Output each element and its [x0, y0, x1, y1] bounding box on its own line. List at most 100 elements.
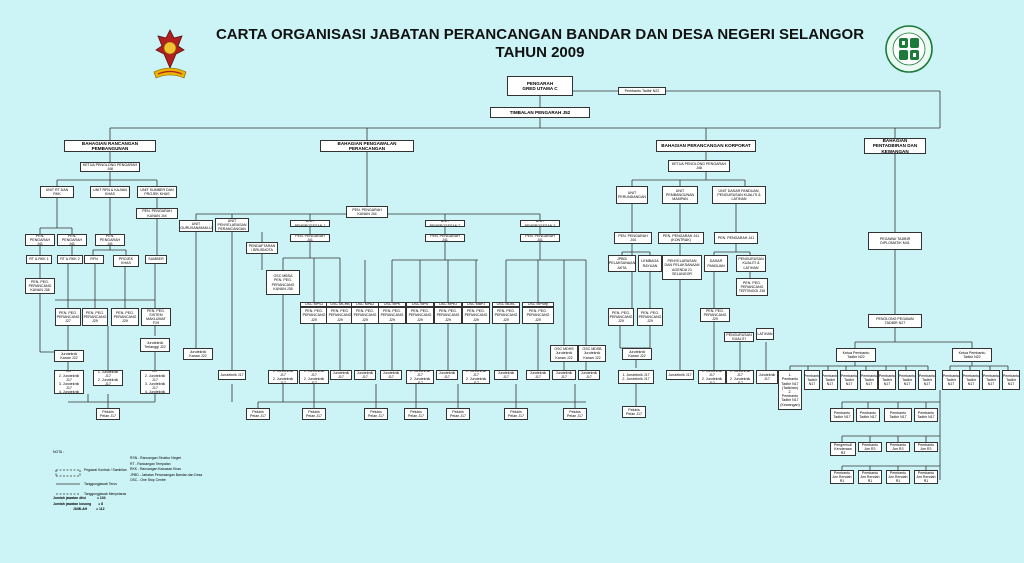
- box-pengurusan-kualiti-latihan: PENGURUSAN KUALITI & LATIHAN: [736, 255, 766, 272]
- abbr-rt: RT - Rancangan Tempatan: [130, 461, 171, 466]
- box-pegawai-tadbir-m41: PEGAWAI TADBIR DIPLOMATIK M41: [868, 232, 922, 250]
- jumlah-total-eq: =: [96, 507, 99, 512]
- box-jt-rp-1: 1. Juruteknik J17 2. Juruteknik J17 3. J…: [54, 370, 84, 394]
- notes-nota: NOTA :: [53, 450, 64, 454]
- box-pengurusan-kualiti: PENGURUSAN KUALITI: [724, 332, 754, 342]
- box-jurutek-terlanggi-rp: Jurutekník Terlanggi J22: [140, 338, 170, 352]
- box-pengarah: PENGARAH GRED UTAMA C: [507, 76, 573, 96]
- box-row3-4: Pembantu Am R3: [914, 442, 938, 452]
- box-pelukis-rp: Pelukis Pelan J17: [96, 408, 120, 420]
- box-jurutek-kanan-rp: Jurutekník Kanan J22: [54, 350, 84, 362]
- box-jt-pengawalan-12: Juruteknik J17: [552, 370, 576, 380]
- box-ppp-korp-3: PEN. PEG. PERANCANG J29: [700, 308, 730, 322]
- box-pp-korp-2: PEN. PENGARAH J41 (KONTRAK): [658, 232, 704, 244]
- box-osc-mbsa: OSC MBSA PEN. PEG. PERANCANG KANAN J38: [266, 270, 300, 295]
- box-row3-3: Pembantu Am R3: [886, 442, 910, 452]
- box-pembantu-tadbir-6: Pembantu Tadbir N17: [878, 370, 896, 390]
- box-unit-pemprosesan-3: UNIT PEMPROSESAN 3: [520, 220, 560, 227]
- box-penolong-pegawai-tadbir: PENOLONG PEGAWAI TADBIR N27: [868, 314, 922, 328]
- legend-terus: Tanggungjawab Terus: [84, 482, 117, 486]
- legend-kontrak: Pegawai Kontrak / Sambilan: [84, 468, 127, 472]
- box-bahagian-pentadbiran: BAHAGIAN PENTADBIRAN DAN KEWANGAN: [864, 138, 926, 154]
- box-ppp-osc-mdkl: PEN. PEG. PERANCANG J29: [492, 307, 520, 324]
- box-ppp-osc-mchb: PEN. PEG. PERANCANG J29: [326, 307, 354, 324]
- box-pelukis-pengawalan-5: Pelukis Pelan J17: [446, 408, 470, 420]
- box-timbalan-pengarah: TIMBALAN PENGARAH J52: [490, 107, 590, 118]
- box-rt-rkk-2: RT & RKK 2: [57, 255, 83, 264]
- box-pelukis-pengawalan-7: Pelukis Pelan J17: [563, 408, 587, 420]
- box-jt-korp-1: 1. Juruteknik J17 2. Juruteknik J17: [618, 370, 654, 384]
- box-pembantu-tadbir-4: Pembantu Tadbir N17: [840, 370, 858, 390]
- box-pendaftaran: PENDAFTARAN / BRUSNOTA: [246, 242, 278, 254]
- abbr-osc: OSC - One Stop Centre: [130, 478, 166, 483]
- box-bahagian-korporat: BAHAGIAN PERANCANGAN KORPORAT: [656, 140, 756, 152]
- box-row3-2: Pembantu Am R3: [858, 442, 882, 452]
- box-osc-mpsep: OSC MPSep: [522, 302, 554, 307]
- box-unit-pembangunan-mampan: UNIT PEMBANGUNAN MAMPAN: [662, 186, 698, 204]
- box-ppp-osc-mpkj: PEN. PEG. PERANCANG J29: [434, 307, 462, 324]
- box-pp-pengawalan-1: PEN. PENGARAH J41: [290, 234, 330, 242]
- box-jt-pengawalan-10: Juruteknik J17: [494, 370, 518, 380]
- box-unit-rfn: UNIT RFN & KAJIAN KHAS: [90, 186, 130, 198]
- box-row2-3: Pembantu Tadbir N17: [884, 408, 912, 422]
- box-jurutek-kanan-pengawalan: Jurutekník Kanan J22: [183, 348, 213, 360]
- box-jt-rp-2: 1. Juruteknik J17 2. Juruteknik J17: [93, 370, 123, 386]
- box-pp-pengawalan-2: PEN. PENGARAH J41: [425, 234, 465, 242]
- box-pelukis-pengawalan-2: Pelukis Pelan J17: [302, 408, 326, 420]
- box-ppp-rp-4: PEN. PEG. SISTEM MAKLUMAT F29: [141, 308, 171, 326]
- box-bahagian-rancangan: BAHAGIAN RANCANGAN PEMBANGUNAN: [64, 140, 156, 152]
- box-pembantu-tadbir-5: Pembantu Tadbir N17: [860, 370, 878, 390]
- box-pelukis-pengawalan-3: Pelukis Pelan J17: [364, 408, 388, 420]
- box-projek-khas: PROJEK KHAS: [113, 255, 139, 267]
- chart-title-line1: CARTA ORGANISASI JABATAN PERANCANGAN BAN…: [215, 26, 865, 43]
- box-ppp-tertinggi: PEN. PEG. PERANCANG TERTINGGI J35: [736, 278, 768, 296]
- jumlah-table: Jumlah jawatan diisi = 104 Jumlah jawata…: [53, 496, 106, 513]
- box-lembaga-rayuan: LEMBAGA RAYUAN: [638, 255, 662, 272]
- box-dasar-panduan: DASAR PANDUAN: [704, 255, 728, 272]
- box-pembantu-tadbir-10: Pembantu Tadbir N17: [962, 370, 980, 390]
- box-unit-rt-rkk: UNIT RT DAN RKK: [40, 186, 74, 198]
- box-unit-dasar-panduan: UNIT DASAR PANDUAN, PENGURUSAN KUALITI &…: [712, 186, 766, 204]
- box-ppp-osc-mpsj: PEN. PEG. PERANCANG J29: [300, 307, 328, 324]
- box-osc-mbpj: OSC MBPJ: [462, 302, 490, 307]
- box-agenda-21: PENYELARASAN DAN PELAKSANAAN AGENDA 21 S…: [662, 255, 702, 280]
- jumlah-kosong-eq: =: [98, 501, 101, 506]
- box-ppp-rp-1: PEN. PEG. PERANCANG J27: [55, 308, 81, 326]
- jumlah-kosong-val: 8: [101, 501, 104, 506]
- box-pp-pengawalan-3: PEN. PENGARAH J41: [520, 234, 560, 242]
- box-osc-mdsb: OSC MDSB Jurutekník Kanan J22: [578, 345, 606, 362]
- box-osc-mdhs: OSC MDHS Jurutekník Kanan J22: [550, 345, 578, 362]
- box-ppp-rp-3: PEN. PEG. PERANCANG J29: [111, 308, 139, 326]
- box-jt-pengawalan-2: 1. Juruteknik J17 2. Juruteknik J17: [268, 370, 298, 384]
- box-pembantu-tadbir-7: Pembantu Tadbir N17: [898, 370, 916, 390]
- box-ppp-rp-2: PEN. PEG. PERANCANG J29: [82, 308, 108, 326]
- box-ketua-pembantu-1: Ketua Pembantu Tadbir N22: [836, 348, 876, 362]
- box-row3-1: Pengemudi Kenderaan R3: [830, 442, 856, 456]
- selangor-crest-icon: [153, 29, 187, 79]
- box-pen-pengarah-rp-2: PEN. PENGARAH J41: [57, 234, 87, 246]
- box-rfn: RFN: [84, 255, 104, 264]
- box-unit-pemprosesan-1: UNIT PEMPROSESAN 1: [290, 220, 330, 227]
- box-bahagian-pengawalan: BAHAGIAN PENGAWALAN PERANCANGAN: [320, 140, 414, 152]
- box-jt-korp-5: Juruteknik J17: [756, 370, 778, 384]
- box-rt-rkk-1: RT & RKK 1: [26, 255, 52, 264]
- box-osc-mps: OSC MPS: [406, 302, 434, 307]
- box-row4-2: Pembantu Am Rendah R1: [858, 470, 882, 484]
- box-jt-pengawalan-9: 1. Juruteknik J17 2. Juruteknik J17: [462, 370, 490, 384]
- jumlah-diisi-label: Jumlah jawatan diisi: [53, 496, 86, 500]
- box-pembantu-tadbir-1: 1. Pembantu Tadbir N17 (Tadbiran) 2. Pem…: [778, 370, 802, 410]
- box-jurutek-kanan-korp: Jurutekník Kanan J22: [622, 348, 652, 360]
- box-unit-pemprosesan-2: UNIT PEMPROSESAN 2: [425, 220, 465, 227]
- abbr-rkk: RKK - Rancangan Kawasan Khas: [130, 467, 181, 472]
- box-pembantu-tadbir-12: Pembantu Tadbir N17: [1002, 370, 1020, 390]
- box-pembantu-tadbir-2: Pembantu Tadbir N17: [804, 370, 820, 390]
- box-jt-rp-3: 1. Juruteknik J17 2. Juruteknik J17 3. J…: [140, 370, 170, 394]
- box-pelukis-pengawalan-6: Pelukis Pelan J17: [504, 408, 528, 420]
- box-ppp-osc-mpaj: PEN. PEG. PERANCANG J29: [351, 307, 379, 324]
- box-unit-sumber: UNIT SUMBER DAN PROJEK KHAS: [137, 186, 177, 198]
- box-pen-pengarah-kanan-rp: PEN. PENGARAH KANAN J44: [136, 208, 178, 219]
- jpbd-logo-icon: [885, 25, 933, 73]
- box-ppp-korp-1: PEN. PEG. PERANCANG J29: [608, 308, 634, 326]
- box-ppp-osc-mbpj: PEN. PEG. PERANCANG J29: [462, 307, 490, 324]
- chart-title-line2: TAHUN 2009: [495, 44, 585, 61]
